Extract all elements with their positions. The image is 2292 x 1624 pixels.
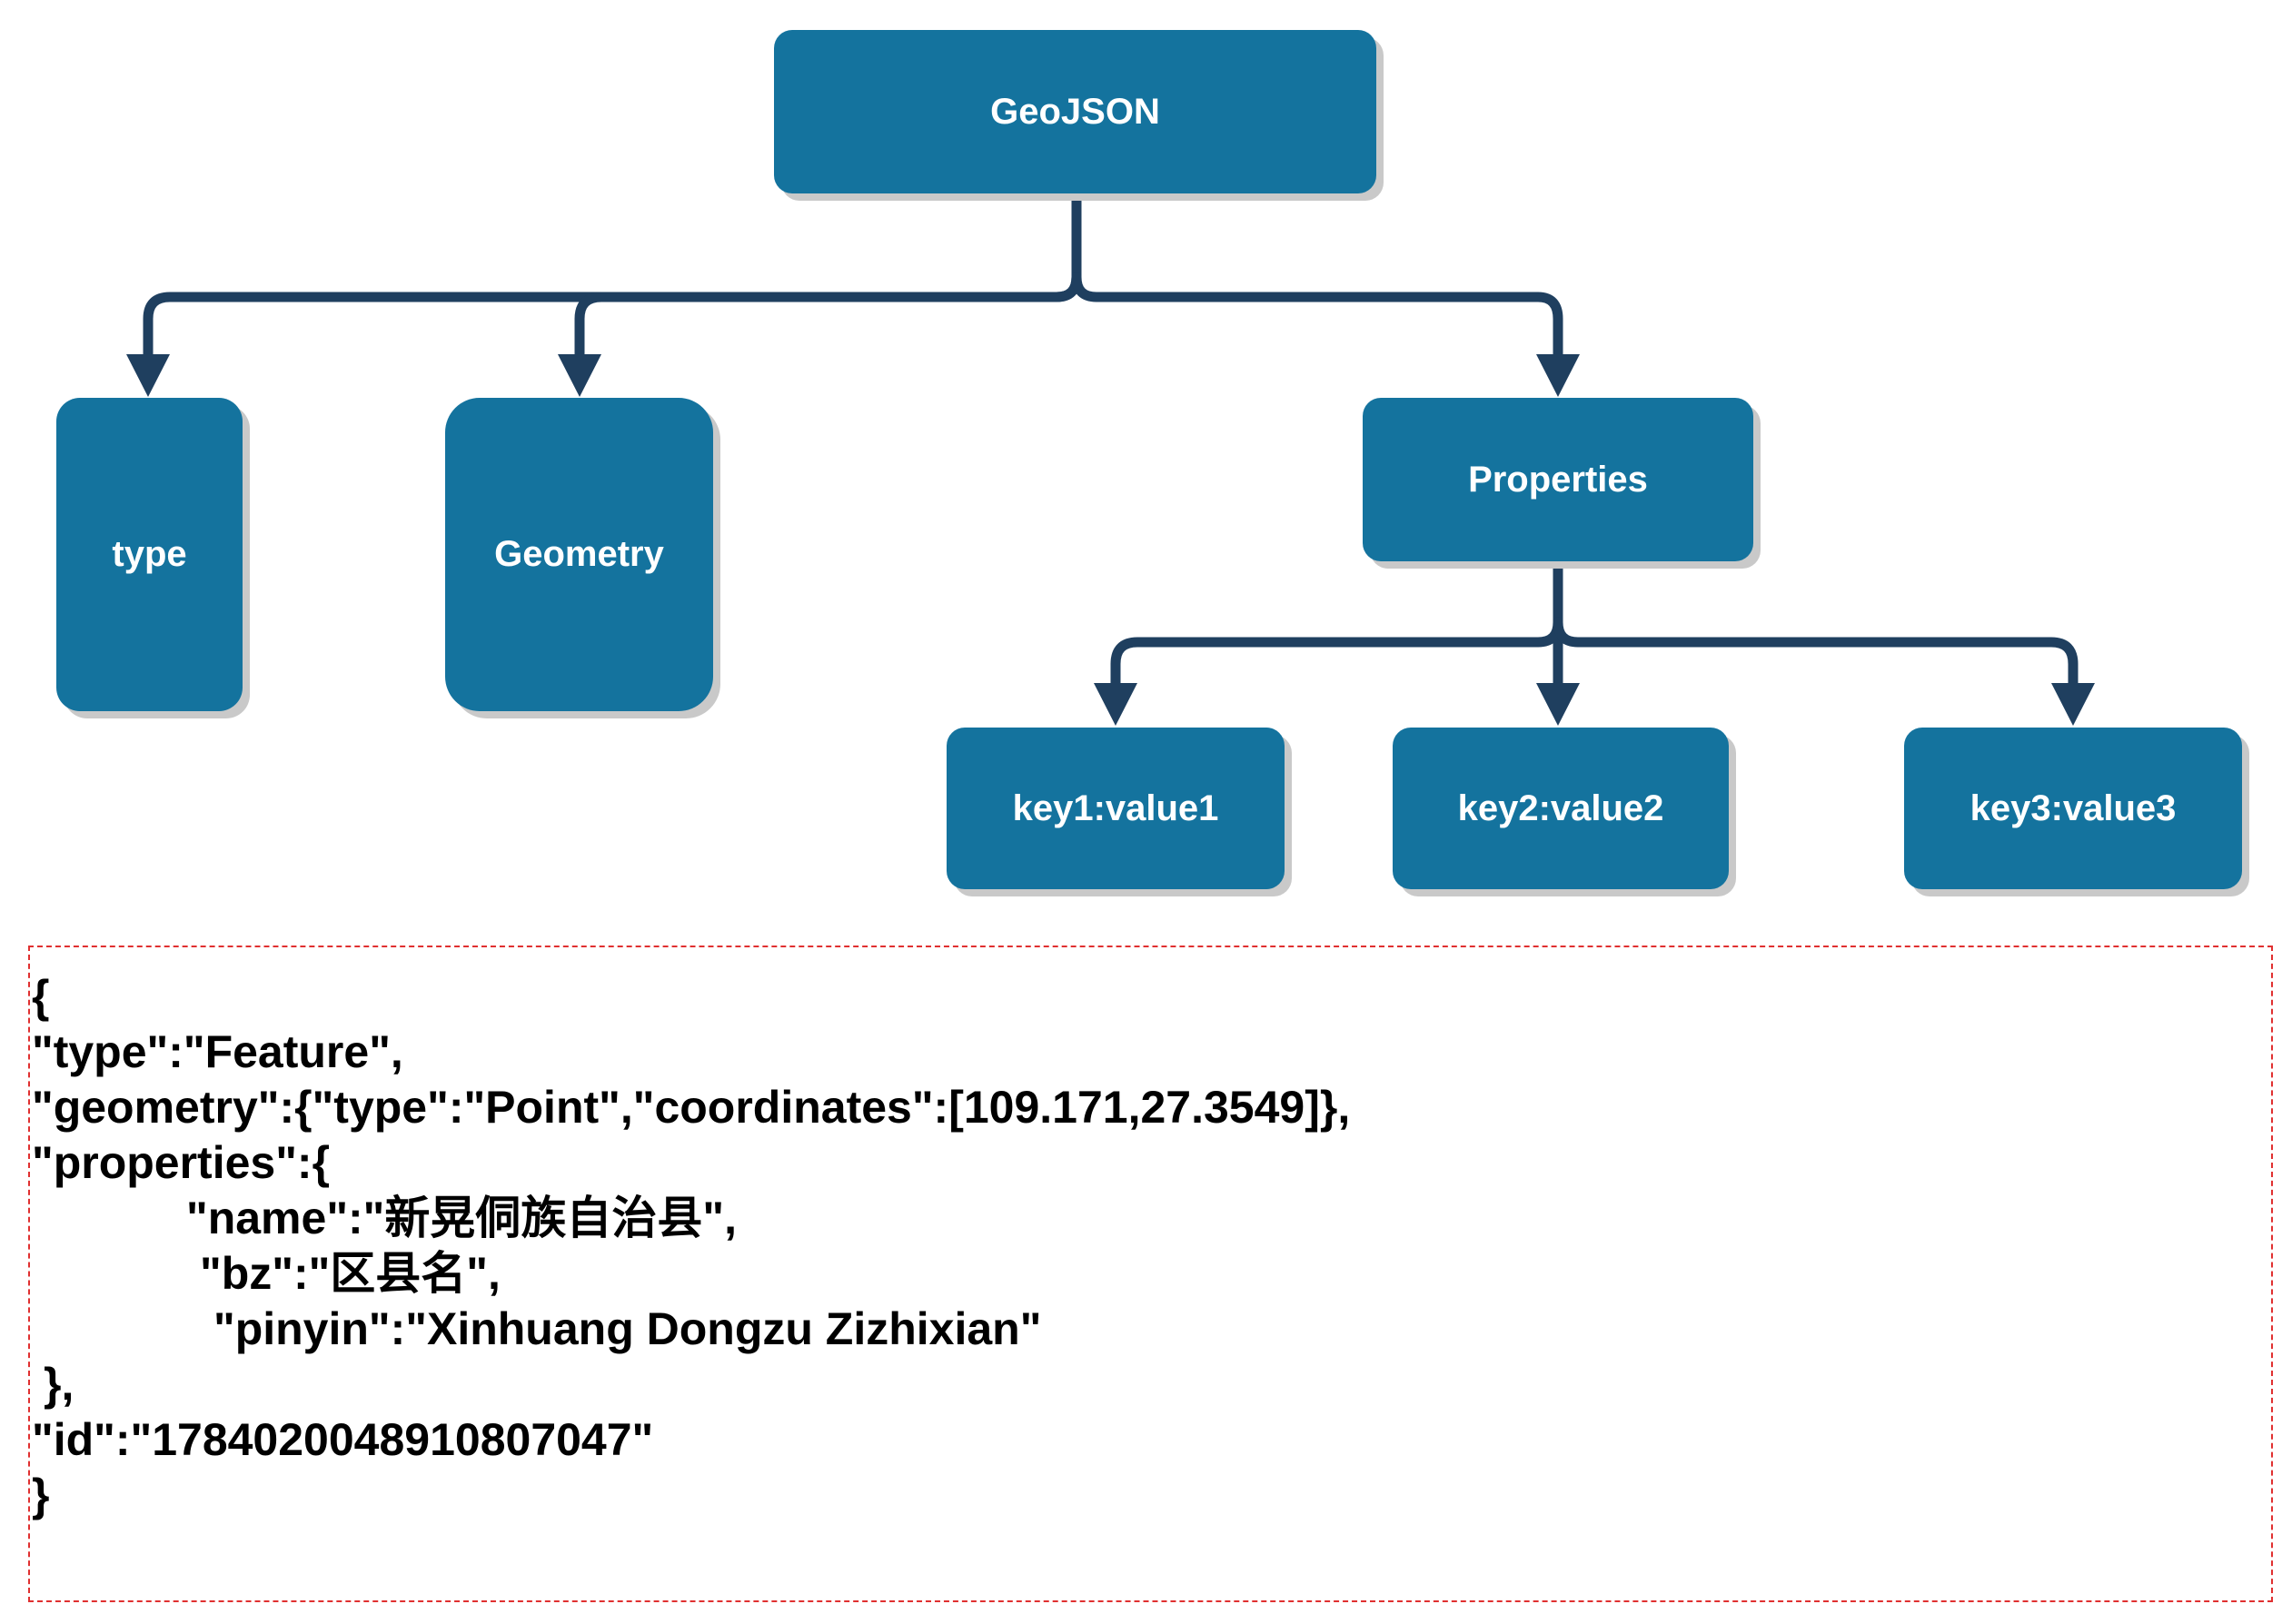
code-line: }, (44, 1359, 74, 1410)
code-line: "bz":"区县名", (200, 1248, 501, 1299)
arrowhead-geometry (558, 354, 601, 397)
edge-properties-key3 (1553, 617, 2079, 694)
arrowhead-key3 (2051, 683, 2095, 726)
code-line: } (32, 1470, 50, 1520)
arrowhead-type (126, 354, 170, 397)
node-geojson: GeoJSON (774, 30, 1376, 193)
code-line: "name":"新晃侗族自治县", (186, 1193, 737, 1243)
node-properties-label: Properties (1468, 459, 1648, 500)
node-geometry-label: Geometry (494, 534, 664, 574)
code-line: { (32, 971, 50, 1022)
edge-root-geometry (574, 272, 1082, 364)
code-line: "type":"Feature", (32, 1026, 403, 1077)
node-type-label: type (112, 534, 187, 574)
node-key1: key1:value1 (947, 728, 1285, 889)
geojson-example-box (28, 946, 2273, 1602)
edge-root-properties (1071, 272, 1563, 364)
arrowhead-key1 (1094, 683, 1137, 726)
arrowhead-key2 (1536, 683, 1580, 726)
arrowhead-properties (1536, 354, 1580, 397)
edge-root-stem (143, 190, 1082, 364)
edge-properties-key1 (1110, 558, 1563, 694)
node-key3-label: key3:value3 (1970, 787, 2177, 828)
node-key3: key3:value3 (1904, 728, 2242, 889)
node-geojson-label: GeoJSON (990, 91, 1160, 132)
node-key2-label: key2:value2 (1457, 787, 1664, 828)
code-line: "properties":{ (32, 1137, 331, 1188)
node-geometry: Geometry (445, 398, 713, 711)
code-line: "id":"1784020048910807047" (32, 1414, 654, 1465)
node-properties: Properties (1363, 398, 1753, 561)
node-type: type (56, 398, 243, 711)
code-line: "pinyin":"Xinhuang Dongzu Zizhixian" (213, 1303, 1042, 1354)
node-key2: key2:value2 (1393, 728, 1729, 889)
node-key1-label: key1:value1 (1012, 787, 1219, 828)
code-line: "geometry":{"type":"Point","coordinates"… (32, 1082, 1351, 1133)
